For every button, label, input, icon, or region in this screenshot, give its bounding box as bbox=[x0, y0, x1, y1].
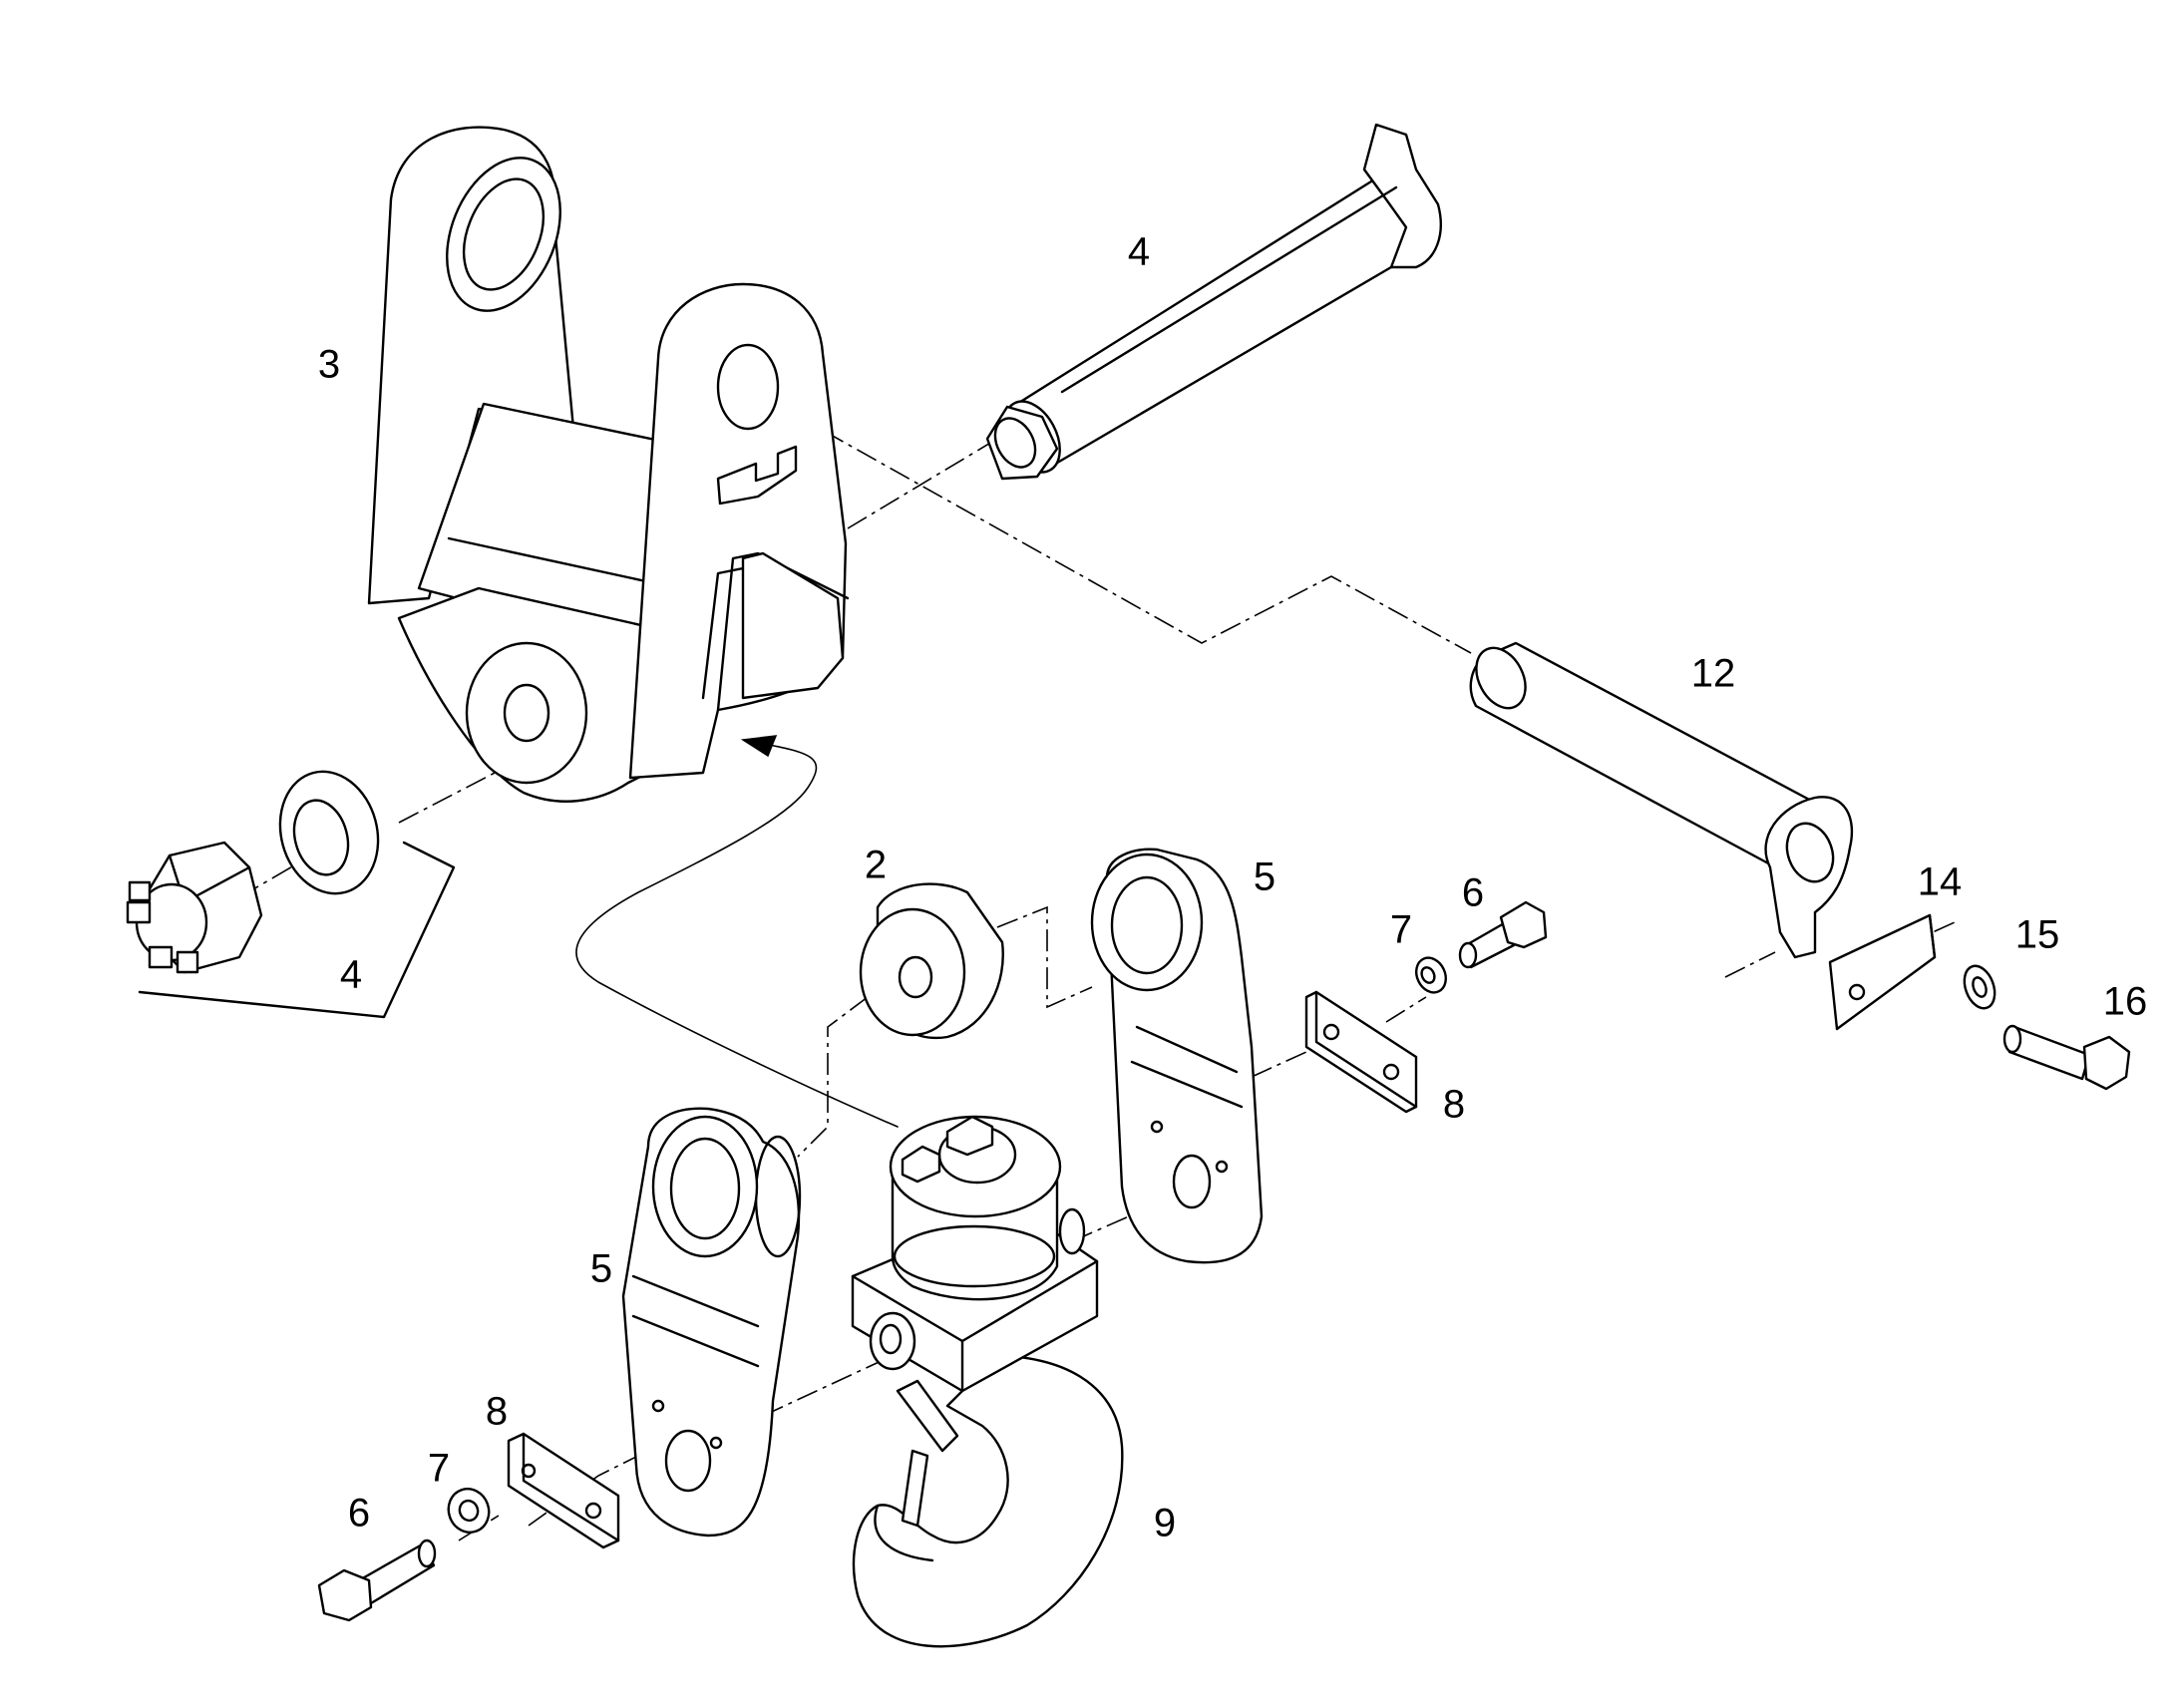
callout-8-lower: 8 bbox=[486, 1390, 508, 1434]
part-6-bolt-upper bbox=[1458, 900, 1548, 969]
callout-5-left: 5 bbox=[590, 1247, 612, 1291]
part-16-bolt bbox=[2002, 1024, 2131, 1091]
part-4-castle-nut-assembly bbox=[126, 770, 456, 1019]
callout-3: 3 bbox=[318, 343, 340, 387]
part-6-bolt-lower bbox=[317, 1538, 437, 1622]
callout-8-upper: 8 bbox=[1443, 1083, 1465, 1127]
callout-6-lower: 6 bbox=[348, 1492, 370, 1536]
part-12-pin bbox=[1469, 641, 1854, 959]
callout-9: 9 bbox=[1154, 1502, 1176, 1545]
callout-7-upper: 7 bbox=[1390, 908, 1412, 952]
arrowhead-icon bbox=[740, 735, 778, 758]
part-8-lock-plate-upper bbox=[1304, 990, 1418, 1114]
callout-15: 15 bbox=[2015, 913, 2060, 957]
part-5-plate-right bbox=[1090, 848, 1264, 1264]
part-9-hook bbox=[851, 1115, 1124, 1648]
part-14-plate bbox=[1828, 913, 1937, 1031]
callout-16: 16 bbox=[2103, 980, 2148, 1024]
part-7-washer-upper bbox=[1415, 956, 1447, 994]
part-2-bushing bbox=[859, 882, 1004, 1040]
mounting-arrow bbox=[575, 735, 899, 1128]
part-8-lock-plate-lower bbox=[507, 1432, 620, 1549]
part-3-bracket bbox=[367, 126, 850, 803]
part-15-washer bbox=[1963, 964, 1997, 1010]
callout-5-right: 5 bbox=[1254, 855, 1275, 899]
callout-6-upper: 6 bbox=[1462, 871, 1484, 915]
part-4-pin bbox=[985, 123, 1442, 481]
callout-14: 14 bbox=[1918, 860, 1963, 904]
part-7-washer-lower bbox=[447, 1488, 491, 1534]
callout-labels: 3 4 12 4 2 5 6 7 14 15 16 8 5 8 7 6 9 bbox=[318, 230, 2147, 1545]
callout-4-nut: 4 bbox=[340, 953, 362, 997]
callout-2: 2 bbox=[865, 844, 887, 887]
callout-7-lower: 7 bbox=[428, 1447, 450, 1491]
callout-4-pin: 4 bbox=[1128, 230, 1150, 274]
callout-12: 12 bbox=[1691, 652, 1736, 696]
part-5-plate-left bbox=[621, 1107, 802, 1537]
